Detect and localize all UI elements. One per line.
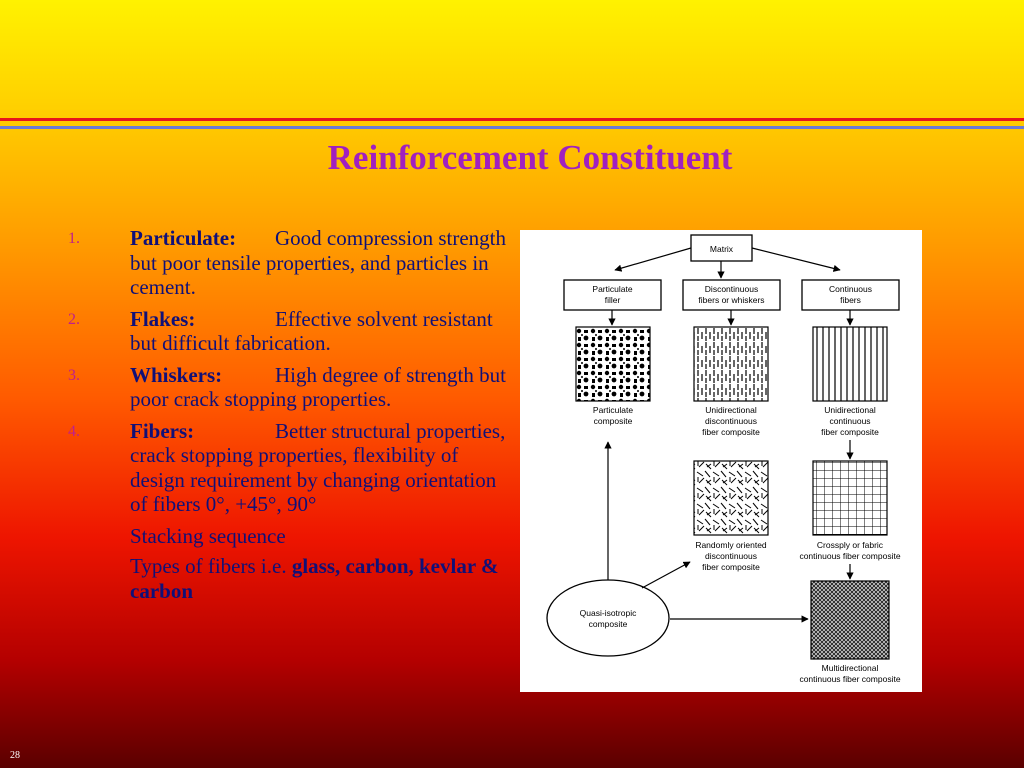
multidirectional-line2: continuous fiber composite [799,674,900,684]
particulate-composite-pattern [575,326,651,402]
stacking-sequence: Stacking sequence [130,523,286,548]
crossply-line1: Crossply or fabric [817,540,884,550]
unidirectional-discontinuous-line3: fiber composite [702,427,760,437]
discontinuous-fibers-line2: fibers or whiskers [698,295,764,305]
list-desc: High degree of strength but poor crack s… [130,362,506,412]
unidirectional-discontinuous-line2: discontinuous [705,416,757,426]
unidirectional-continuous-line1: Unidirectional [824,405,876,415]
list-number: 1. [68,230,80,247]
crossply-pattern [812,460,888,536]
title-rule-blue [0,126,1024,129]
title-rule-red [0,118,1024,121]
list-number: 2. [68,310,80,328]
matrix-label: Matrix [710,244,734,254]
randomly-oriented-line1: Randomly oriented [695,540,767,550]
particulate-composite-line2: composite [594,416,633,426]
quasi-isotropic-ellipse [546,579,670,657]
arrow-quasi-to-random [641,561,691,589]
particulate-composite-line1: Particulate [593,405,633,415]
unidirectional-discontinuous-pattern [693,326,769,402]
page-number: 28 [10,750,20,761]
list-desc: Better structural properties, crack stop… [130,418,506,517]
discontinuous-fibers-line1: Discontinuous [705,284,758,294]
list-term: Fibers: [130,418,195,443]
continuous-fibers-line2: fibers [840,295,861,305]
quasi-isotropic-line1: Quasi-isotropic [580,608,637,618]
multidirectional-line1: Multidirectional [822,663,879,673]
composite-classification-diagram: Matrix Particulate filler Discontinuous … [520,230,922,692]
arrow-matrix-to-continuous [751,247,841,272]
fiber-types-bold: glass, carbon, kevlar & carbon [130,554,499,603]
unidirectional-continuous-pattern [812,326,888,402]
continuous-fibers-line1: Continuous [829,284,872,294]
unidirectional-discontinuous-line1: Unidirectional [705,405,757,415]
list-item-particulate: 1. Particulate:Good compression strength… [68,226,508,300]
particulate-filler-line1: Particulate [592,284,632,294]
list-item-flakes: 2. Flakes:Effective solvent resistant bu… [68,307,508,356]
list-item-whiskers: 3. Whiskers:High degree of strength but … [68,363,508,412]
crossply-line2: continuous fiber composite [799,551,900,561]
quasi-isotropic-line2: composite [589,619,628,629]
list-term: Flakes: [130,306,196,331]
list-term: Whiskers: [130,362,223,387]
reinforcement-list: 1. Particulate:Good compression strength… [68,226,508,609]
multidirectional-pattern [810,580,890,660]
list-number: 4. [68,422,80,440]
arrow-matrix-to-particulate [614,247,692,272]
list-term: Particulate: [130,226,237,250]
particulate-filler-line2: filler [605,295,621,305]
fiber-types-prefix: Types of fibers i.e. [130,554,292,578]
randomly-oriented-pattern [693,460,769,536]
fiber-types: Types of fibers i.e. glass, carbon, kevl… [68,554,508,603]
list-item-fibers: 4. Fibers:Better structural properties, … [68,419,508,517]
list-desc: Effective solvent resistant but difficul… [130,306,493,356]
continuous-fibers-box [801,279,900,311]
unidirectional-continuous-line2: continuous [829,416,870,426]
randomly-oriented-line3: fiber composite [702,562,760,572]
randomly-oriented-line2: discontinuous [705,551,757,561]
particulate-filler-box [563,279,662,311]
list-number: 3. [68,366,80,384]
unidirectional-continuous-line3: fiber composite [821,427,879,437]
discontinuous-fibers-box [682,279,781,311]
list-desc: Good compression strength but poor tensi… [130,226,506,299]
slide-title: Reinforcement Constituent [327,138,733,177]
